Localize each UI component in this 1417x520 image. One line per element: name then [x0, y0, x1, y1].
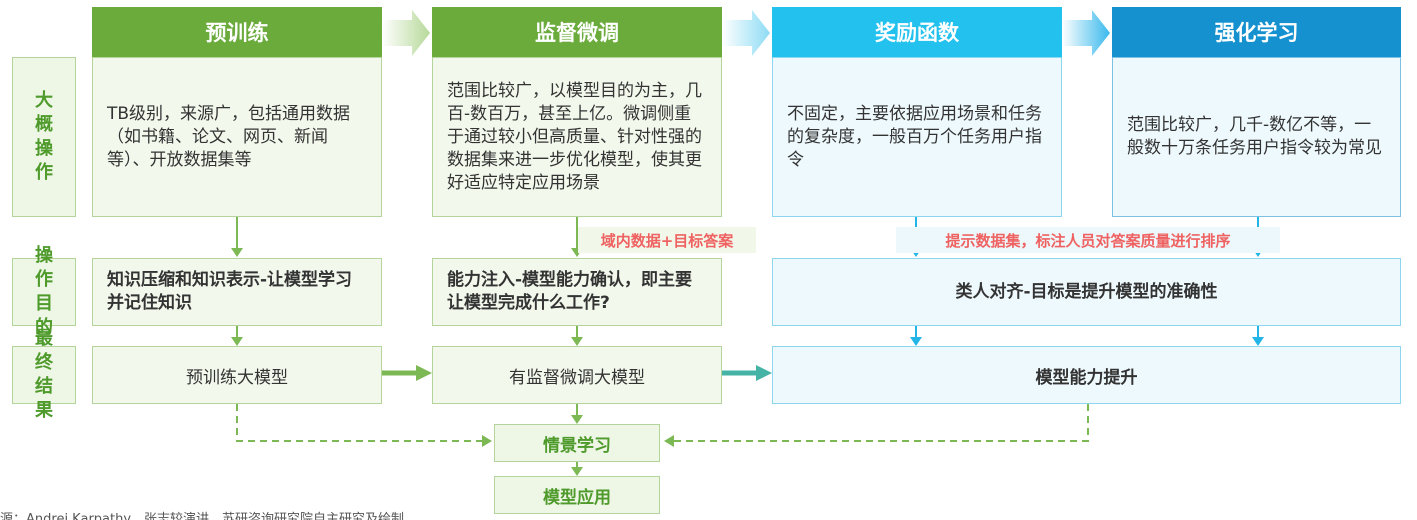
- row-label-purpose: 操作目的: [12, 245, 76, 338]
- desc-sft: 范围比较广，以模型目的为主，几百-数百万，甚至上亿。微调侧重于通过较小但高质量、…: [432, 57, 722, 217]
- purpose-pretrain: 知识压缩和知识表示-让模型学习并记住知识: [92, 258, 382, 326]
- purpose-sft: 能力注入-模型能力确认，即主要让模型完成什么工作?: [432, 258, 722, 326]
- header-rl: 强化学习: [1112, 7, 1401, 57]
- header-arrow-1: [382, 10, 430, 56]
- result-sft: 有监督微调大模型: [432, 346, 722, 404]
- result-pretrain: 预训练大模型: [92, 346, 382, 404]
- header-reward: 奖励函数: [772, 7, 1062, 57]
- model-application-box: 模型应用: [494, 476, 660, 514]
- desc-rl: 范围比较广，几千-数亿不等，一般数十万条任务用户指令较为常见: [1112, 57, 1401, 217]
- header-arrow-3: [1062, 10, 1110, 56]
- header-arrow-2: [722, 10, 770, 56]
- row-label-overview: 大概操作: [12, 57, 76, 217]
- header-sft: 监督微调: [432, 7, 722, 57]
- header-pretrain: 预训练: [92, 7, 382, 57]
- purpose-alignment: 类人对齐-目标是提升模型的准确性: [772, 258, 1401, 326]
- desc-reward: 不固定，主要依据应用场景和任务的复杂度，一般百万个任务用户指令: [772, 57, 1062, 217]
- source-caption: 源：Andrej Karpathy，张志较演讲，苏研咨询研究院自主研究及绘制: [0, 512, 405, 520]
- row-label-result: 最终结果: [12, 328, 76, 421]
- note-sft-data: 域内数据+目标答案: [578, 227, 756, 253]
- note-reward-data: 提示数据集，标注人员对答案质量进行排序: [896, 227, 1280, 253]
- in-context-learning-box: 情景学习: [494, 424, 660, 462]
- desc-pretrain: TB级别，来源广，包括通用数据（如书籍、论文、网页、新闻等）、开放数据集等: [92, 57, 382, 217]
- result-final: 模型能力提升: [772, 346, 1401, 404]
